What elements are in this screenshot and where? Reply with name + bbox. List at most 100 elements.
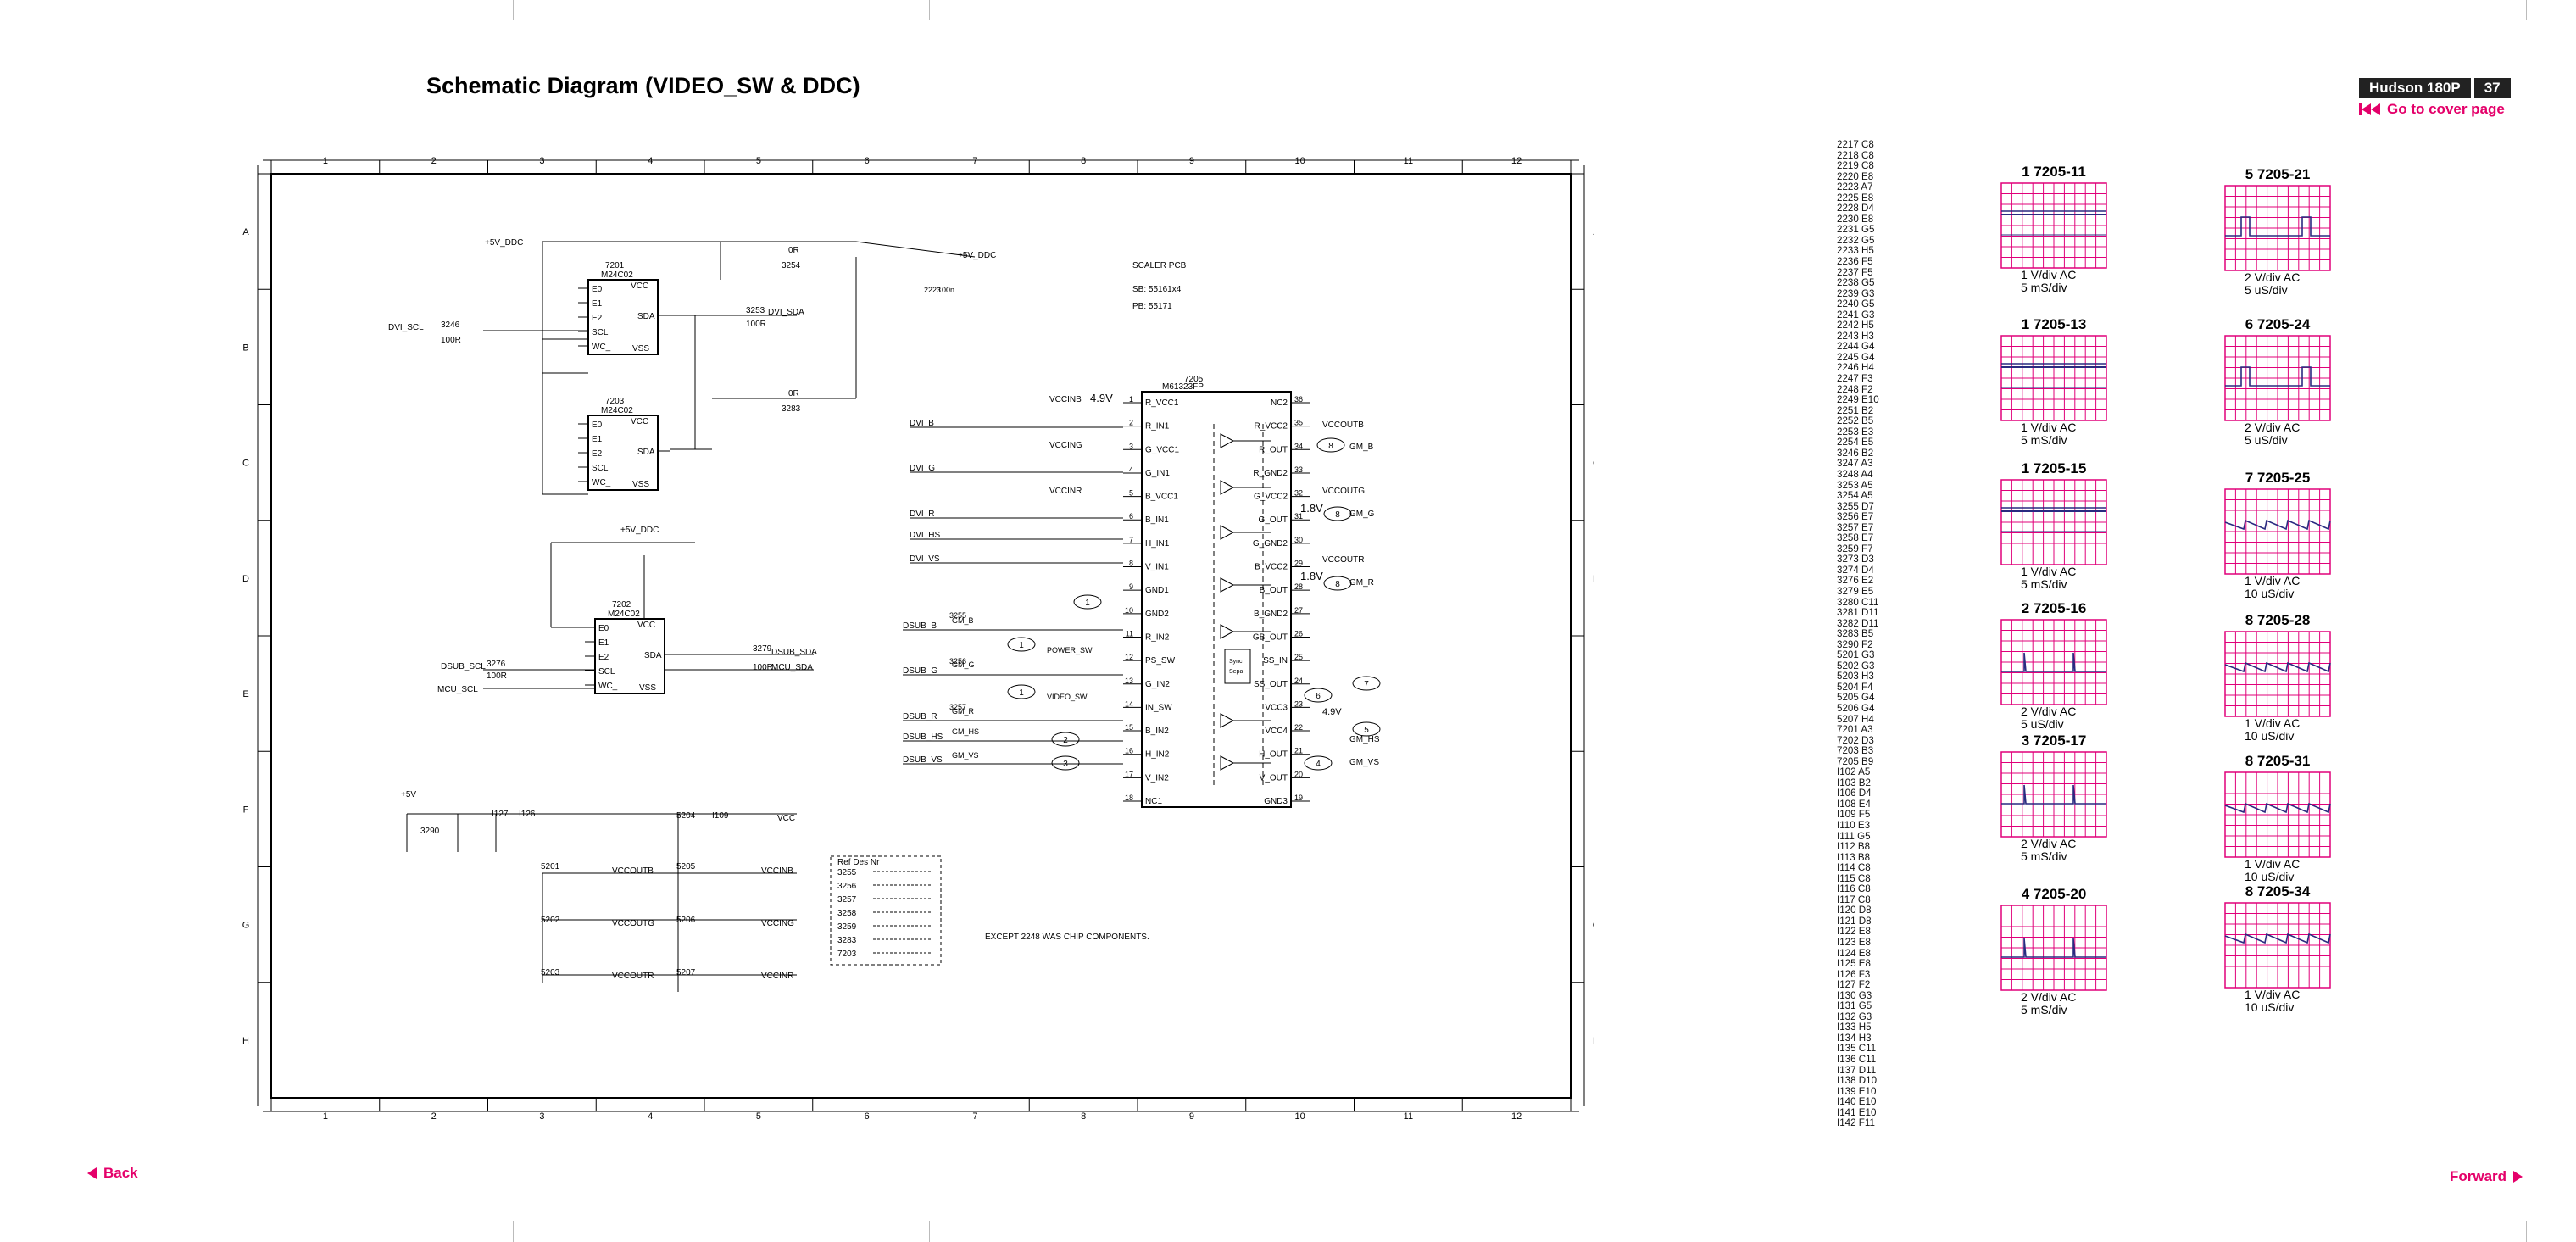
part-label: 3290 [420, 827, 440, 836]
back-label: Back [103, 1165, 138, 1181]
waveform-scale-time: 5 uS/div [2021, 717, 2064, 731]
eeprom-7202-pin: VCC [637, 621, 655, 630]
ic-pin-number: 28 [1294, 582, 1303, 591]
voltage-label: 4.9V [1090, 392, 1113, 404]
part-label: 3246 [441, 320, 460, 330]
refdes-table-row: 3283 [837, 936, 857, 945]
row-label: A [1593, 227, 1594, 237]
ic-pin-number: 4 [1129, 465, 1133, 474]
reference-item: I139 E10 [1837, 1085, 1877, 1097]
waveform-grid [2000, 905, 2107, 991]
column-label: 9 [1189, 156, 1194, 166]
sync-sepa-block [1224, 649, 1251, 684]
net-label: VCCINR [1049, 487, 1082, 496]
column-label: 11 [1404, 1111, 1413, 1122]
reference-item: I115 C8 [1837, 872, 1871, 884]
waveform-scale-time: 5 mS/div [2021, 849, 2067, 863]
waveform-scale-volts: 1 V/div AC [2245, 574, 2301, 588]
waveform-grid [2224, 771, 2331, 858]
pb-note: PB: 55171 [1132, 302, 1172, 311]
waveform-scale-time: 10 uS/div [2245, 1000, 2295, 1014]
net-label: +5V_DDC [958, 251, 996, 260]
ic-pin-number: 32 [1294, 489, 1303, 498]
reference-item: 5207 H4 [1837, 713, 1874, 725]
waveform-marker-number: 1 [1019, 641, 1024, 650]
refdes-table [830, 855, 942, 966]
model-badge: Hudson 180P 37 [2359, 78, 2511, 98]
reference-item: 2247 F3 [1837, 373, 1873, 385]
reference-item: 2223 A7 [1837, 181, 1873, 193]
column-label: 2 [431, 1111, 437, 1122]
trim-mark [513, 0, 514, 20]
trim-mark [513, 1221, 514, 1242]
row-label: H [1593, 1036, 1594, 1046]
reference-item: I131 G5 [1837, 1000, 1872, 1012]
reference-item: 2225 E8 [1837, 192, 1874, 203]
reference-item: 3257 E7 [1837, 521, 1874, 533]
eeprom-7202-body [594, 618, 665, 694]
trim-mark [929, 1221, 930, 1242]
ic-pin-right: H_OUT [1259, 750, 1288, 760]
cover-link[interactable]: Go to cover page [2359, 101, 2505, 118]
ic-pin-right: VCC4 [1265, 727, 1288, 736]
reference-item: 2246 H4 [1837, 362, 1874, 374]
waveform-marker [1051, 755, 1080, 771]
waveform-marker [1007, 684, 1036, 699]
double-arrow-left-icon [2359, 103, 2380, 115]
reference-item: I126 F3 [1837, 968, 1871, 980]
net-label: VCCOUTR [612, 972, 654, 981]
forward-button[interactable]: Forward [2450, 1168, 2523, 1185]
net-label: DVI_SCL [388, 323, 424, 332]
column-label: 1 [323, 1111, 328, 1122]
ic-pin-left: GND1 [1145, 586, 1169, 595]
net-label: DSUB_G [903, 666, 937, 676]
ic-pin-right: NC2 [1271, 398, 1288, 408]
waveform-grid [2000, 479, 2107, 565]
waveform-grid [2000, 751, 2107, 838]
part-label: 2223 [924, 286, 941, 294]
waveform-trace [2225, 366, 2330, 387]
reference-item: 2251 B2 [1837, 404, 1874, 416]
part-label: 0R [788, 246, 799, 255]
ic-pin-number: 15 [1125, 723, 1133, 732]
waveform-scale-volts: 2 V/div AC [2021, 705, 2077, 718]
trim-mark [2526, 0, 2527, 20]
net-label: GM_HS [1349, 735, 1380, 744]
reference-item: 2253 E3 [1837, 426, 1874, 437]
ic-pin-right: GB_OUT [1253, 632, 1288, 642]
reference-item: 2248 F2 [1837, 383, 1873, 395]
ic-pin-left: B_IN2 [1145, 727, 1169, 736]
eeprom-7202-pin: SCL [598, 667, 615, 677]
waveform-title: 5 7205-21 [2245, 166, 2311, 182]
ic-pin-left: V_IN1 [1145, 563, 1169, 572]
net-label: DSUB_SCL [441, 662, 486, 671]
reference-item: 5203 H3 [1837, 671, 1874, 682]
net-label: VIDEO_SW [1047, 693, 1088, 701]
back-button[interactable]: Back [87, 1165, 138, 1182]
trim-mark [929, 0, 930, 20]
reference-item: I122 E8 [1837, 926, 1871, 938]
ic-pin-number: 12 [1125, 653, 1133, 661]
waveform-title: 7 7205-25 [2245, 470, 2311, 486]
part-label: 3254 [782, 261, 801, 270]
ic-pin-left: G_IN1 [1145, 469, 1170, 478]
waveform-grid [2000, 619, 2107, 705]
ic-pin-right: SS_OUT [1254, 680, 1288, 689]
reference-item: I113 B8 [1837, 851, 1871, 863]
waveform-marker [1323, 506, 1352, 521]
net-label: VCCOUTG [612, 919, 654, 928]
waveform-scale-time: 10 uS/div [2245, 870, 2295, 883]
trim-mark [2526, 1221, 2527, 1242]
waveform-trace [2001, 652, 2106, 672]
waveform-scale-volts: 1 V/div AC [2245, 857, 2301, 871]
waveform-trace [2224, 661, 2331, 673]
ic-7205-body [1141, 391, 1292, 808]
voltage-label: 1.8V [1300, 502, 1323, 515]
part-label: 100n [937, 286, 954, 294]
ic-pin-number: 35 [1294, 419, 1303, 427]
column-label: 1 [323, 156, 328, 166]
